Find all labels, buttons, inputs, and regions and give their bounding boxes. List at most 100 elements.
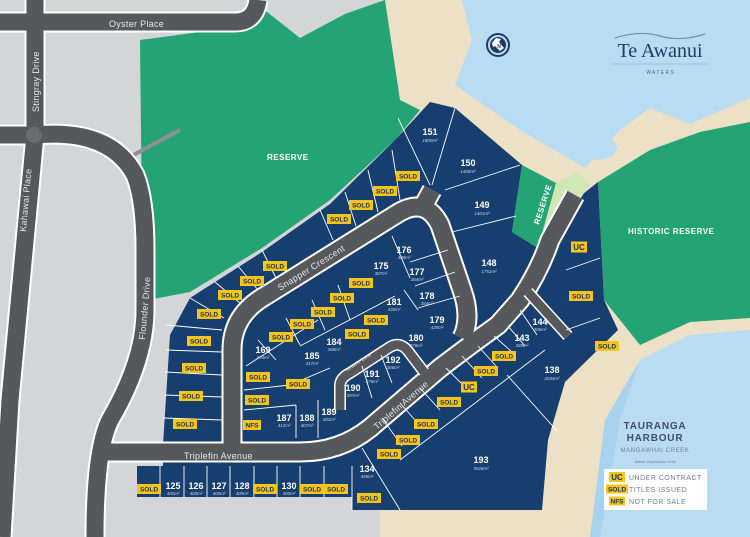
badge-sold: SOLD (324, 484, 348, 494)
svg-text:SOLD: SOLD (249, 375, 267, 382)
svg-text:1466m²: 1466m² (460, 169, 476, 174)
street-triplefin-avenue: Triplefin Avenue (184, 451, 253, 461)
svg-text:184: 184 (326, 337, 341, 347)
svg-text:SOLD: SOLD (221, 293, 239, 300)
badge-sold: SOLD (300, 484, 324, 494)
svg-text:SOLD: SOLD (333, 296, 351, 303)
svg-text:386m²: 386m² (534, 327, 547, 332)
svg-text:SOLD: SOLD (243, 279, 261, 286)
footpath (127, 128, 181, 160)
svg-text:384m²: 384m² (421, 301, 434, 306)
street-stingray-drive: Stingray Drive (31, 51, 41, 112)
svg-text:180: 180 (408, 333, 423, 343)
svg-text:192: 192 (385, 355, 400, 365)
svg-text:193: 193 (473, 455, 488, 465)
svg-text:N: N (497, 44, 501, 50)
legend-item-nfs: NFS NOT FOR SALE (609, 496, 686, 506)
badge-sold: SOLD (311, 307, 335, 317)
svg-text:177: 177 (409, 267, 424, 277)
badge-sold: SOLD (187, 336, 211, 346)
svg-text:SOLD: SOLD (248, 398, 266, 405)
svg-text:SOLD: SOLD (360, 496, 378, 503)
badge-sold: SOLD (474, 366, 498, 376)
svg-text:400m²: 400m² (213, 491, 226, 496)
reserve-label: RESERVE (267, 153, 309, 162)
svg-text:151: 151 (422, 127, 437, 137)
svg-text:SOLD: SOLD (293, 322, 311, 329)
svg-text:SOLD: SOLD (399, 438, 417, 445)
legend: UC UNDER CONTRACT SOLD TITLES ISSUED NFS… (604, 469, 707, 510)
harbour-label-2: HARBOUR (627, 433, 684, 444)
reserve-small (512, 165, 556, 248)
badge-sold: SOLD (437, 397, 461, 407)
svg-text:125: 125 (165, 481, 180, 491)
svg-text:SOLD: SOLD (289, 382, 307, 389)
svg-text:417m²: 417m² (306, 361, 319, 366)
svg-text:SOLD: SOLD (185, 366, 203, 373)
svg-text:SOLD: SOLD (348, 332, 366, 339)
svg-text:SOLD: SOLD (140, 487, 158, 494)
badge-sold: SOLD (179, 391, 203, 401)
svg-text:1401m²: 1401m² (474, 211, 490, 216)
svg-text:134: 134 (359, 464, 374, 474)
brand-logo: Te Awanui W A T E R S (612, 32, 708, 76)
badge-sold: SOLD (349, 200, 373, 210)
harbour-label-1: TAURANGA (624, 421, 687, 432)
svg-text:190: 190 (345, 383, 360, 393)
badge-sold: SOLD (569, 291, 593, 301)
svg-text:185: 185 (304, 351, 319, 361)
badge-sold: SOLD (286, 379, 310, 389)
svg-text:143: 143 (514, 333, 529, 343)
svg-text:SOLD: SOLD (417, 422, 435, 429)
disclaimer: Artists Impression Only (634, 459, 675, 464)
badge-sold: SOLD (349, 278, 373, 288)
reserve (140, 0, 420, 300)
svg-text:126: 126 (188, 481, 203, 491)
svg-text:W A T E R S: W A T E R S (646, 70, 674, 76)
status-badges: SOLD SOLD SOLD SOLD SOLD SOLD SOLD SOLD … (137, 171, 619, 503)
svg-text:SOLD: SOLD (330, 217, 348, 224)
badge-nfs: NFS (243, 420, 261, 430)
svg-text:169: 169 (255, 345, 270, 355)
svg-text:NOT FOR SALE: NOT FOR SALE (629, 499, 686, 506)
badge-sold: SOLD (414, 419, 438, 429)
svg-text:2044m²: 2044m² (543, 376, 560, 381)
svg-text:412m²: 412m² (278, 423, 291, 428)
svg-text:187: 187 (276, 413, 291, 423)
svg-text:1751m²: 1751m² (481, 269, 497, 274)
roads (0, 0, 585, 537)
svg-text:150: 150 (460, 158, 475, 168)
svg-text:SOLD: SOLD (598, 344, 616, 351)
svg-text:UNDER CONTRACT: UNDER CONTRACT (629, 475, 702, 482)
svg-text:SOLD: SOLD (367, 318, 385, 325)
svg-text:UC: UC (611, 473, 623, 482)
svg-text:SOLD: SOLD (256, 487, 274, 494)
svg-text:SOLD: SOLD (272, 335, 290, 342)
badge-sold: SOLD (396, 171, 420, 181)
svg-text:Te Awanui: Te Awanui (617, 40, 703, 62)
legend-item-sold: SOLD TITLES ISSUED (606, 484, 687, 494)
badge-sold: SOLD (327, 214, 351, 224)
badge-sold: SOLD (245, 395, 269, 405)
badge-sold: SOLD (182, 363, 206, 373)
badge-sold: SOLD (173, 419, 197, 429)
badge-sold: SOLD (253, 484, 277, 494)
svg-text:148: 148 (481, 258, 496, 268)
badge-sold: SOLD (357, 493, 381, 503)
